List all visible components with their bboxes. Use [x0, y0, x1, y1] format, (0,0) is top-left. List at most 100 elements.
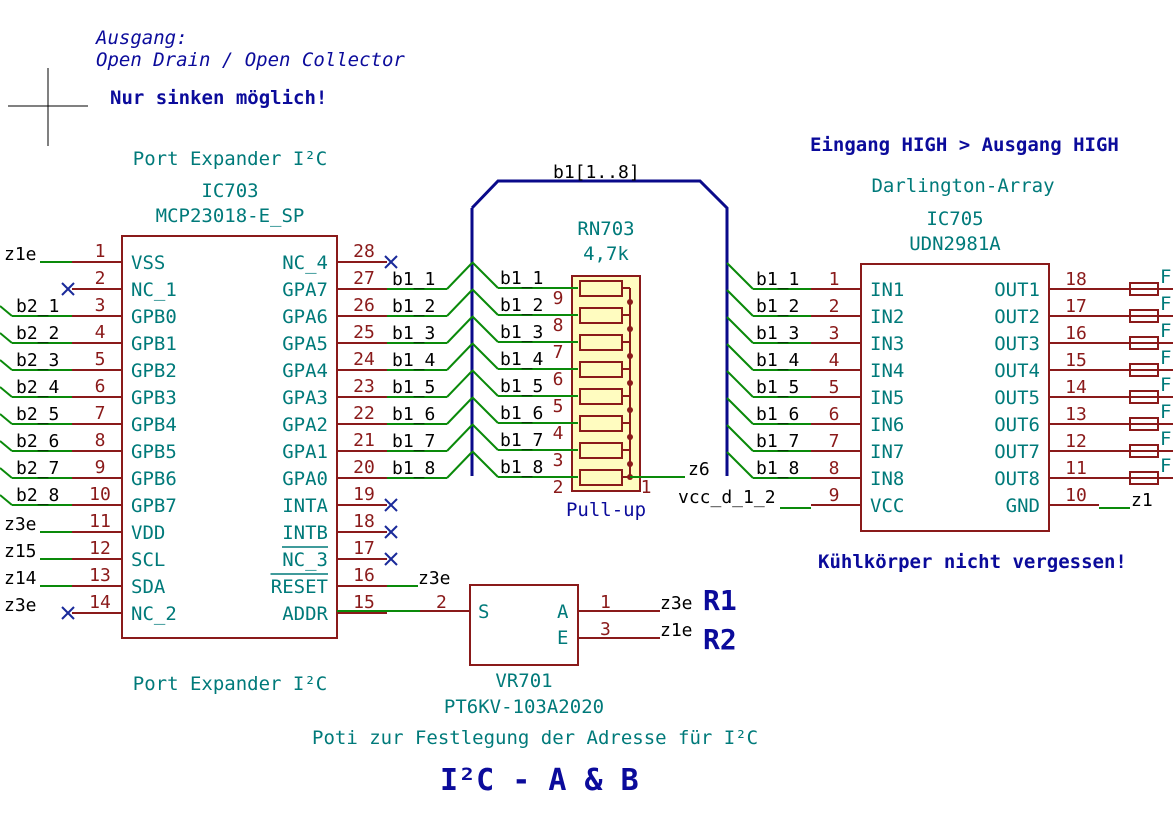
- label-r2: R2: [703, 623, 737, 656]
- net-label: b1_2: [500, 295, 543, 316]
- ic705-pin-name: OUT3: [994, 333, 1040, 355]
- ic705-pin-number: 18: [1065, 269, 1087, 290]
- ic703-pin-name: SDA: [131, 576, 166, 598]
- bus-entry: [446, 289, 473, 317]
- ic703-pin-number: 25: [353, 322, 375, 343]
- rn703-pin-number: 6: [553, 369, 564, 390]
- net-label: z1: [1131, 490, 1153, 511]
- crosshair-cursor: [8, 68, 88, 146]
- net-label: b2_6: [16, 431, 59, 452]
- ic703-pin-name: GPB4: [131, 414, 177, 436]
- vr701-pin-e-num: 3: [600, 619, 611, 640]
- ic703-pin-number: 15: [353, 592, 375, 613]
- ic703-pin-number: 4: [95, 322, 106, 343]
- bus-entry: [446, 343, 473, 371]
- ic703-pin-name: GPA4: [282, 360, 328, 382]
- net-label: b2_5: [16, 404, 59, 425]
- net-label: z15: [4, 541, 37, 562]
- ic705-pin-name: IN4: [870, 360, 904, 382]
- bus-entry: [471, 369, 499, 397]
- ic703-pin-number: 21: [353, 430, 375, 451]
- bus-entry: [446, 451, 473, 479]
- net-label: b1_4: [392, 350, 435, 371]
- ic703-pin-name: GPA7: [282, 279, 328, 301]
- bus-entry: [446, 397, 473, 425]
- bus-entry: [726, 370, 754, 398]
- ic703-pin-name: GPA6: [282, 306, 328, 328]
- net-label: b1_4: [500, 349, 543, 370]
- note-open-drain: Open Drain / Open Collector: [96, 49, 405, 71]
- net-label: b2_7: [16, 458, 59, 479]
- net-label: b1_6: [392, 404, 435, 425]
- ic703-pin-number: 23: [353, 376, 375, 397]
- rn703-pin-number: 9: [553, 288, 564, 309]
- bus-entry: [471, 423, 499, 451]
- net-label: b1_3: [392, 323, 435, 344]
- ic705-pin-number: 13: [1065, 404, 1087, 425]
- net-label: b1_8: [500, 457, 543, 478]
- ic705-desc: Darlington-Array: [871, 175, 1054, 197]
- ic703-pin-number: 9: [95, 457, 106, 478]
- ic703-pin-number: 7: [95, 403, 106, 424]
- ic703-pin-number: 22: [353, 403, 375, 424]
- rn703-ref: RN703: [577, 218, 634, 240]
- ic703-pin-name: NC_1: [131, 279, 177, 301]
- ic703-pin-name: INTB: [282, 522, 328, 544]
- net-label: b2_1: [16, 296, 59, 317]
- vr701-pin-a-name: A: [557, 601, 569, 623]
- net-label: b1_5: [756, 377, 799, 398]
- note-eingang: Eingang HIGH > Ausgang HIGH: [810, 134, 1119, 156]
- bus-entry: [0, 305, 13, 317]
- net-label: b1_3: [756, 323, 799, 344]
- fuse-label: F: [1160, 455, 1171, 477]
- bus-entry: [726, 316, 754, 344]
- rn703-symbol[interactable]: RN703 4,7k Pull-up: [566, 218, 646, 521]
- fuse-label: F: [1160, 374, 1171, 396]
- ic703-value: MCP23018-E_SP: [156, 205, 305, 227]
- ic703-pin-number: 28: [353, 241, 375, 262]
- ic703-pin-number: 6: [95, 376, 106, 397]
- net-label: b1_7: [392, 431, 435, 452]
- bus-entry: [0, 413, 13, 425]
- ic705-pin-number: 10: [1065, 485, 1087, 506]
- bus-entry: [726, 397, 754, 425]
- net-label: z3e: [4, 595, 37, 616]
- ic703-pin-name: GPA0: [282, 468, 328, 490]
- note-ausgang: Ausgang:: [95, 27, 188, 49]
- bus-entry: [446, 316, 473, 344]
- ic705-pin-name: OUT5: [994, 387, 1040, 409]
- ic703-pin-number: 13: [89, 565, 111, 586]
- ic703-pin-number: 17: [353, 538, 375, 559]
- bus-entry: [471, 261, 499, 289]
- rn703-value: 4,7k: [583, 243, 629, 265]
- ic703-pin-name: GPA1: [282, 441, 328, 463]
- ic703-symbol[interactable]: Port Expander I²C IC703 MCP23018-E_SP Po…: [121, 148, 338, 695]
- net-label: b1_3: [500, 322, 543, 343]
- net-label: b1_8: [756, 458, 799, 479]
- vr701-symbol[interactable]: S A E 2 1 3 z3e z1e R1 R2 VR701 PT6KV-10…: [337, 584, 737, 718]
- dynamic-layer: 1VSSz1e2NC_13GPB0b2_14GPB1b2_25GPB2b2_36…: [0, 241, 1173, 625]
- net-label: z3e: [418, 568, 451, 589]
- ic703-pin-name: SCL: [131, 549, 165, 571]
- net-label: b1_1: [392, 269, 435, 290]
- ic705-pin-number: 3: [829, 323, 840, 344]
- bus-entry: [471, 288, 499, 316]
- fuse-label: F: [1160, 320, 1171, 342]
- note-poti: Poti zur Festlegung der Adresse für I²C: [312, 727, 758, 749]
- ic703-pin-name: GPA5: [282, 333, 328, 355]
- vr701-net-e: z1e: [660, 620, 693, 641]
- ic703-pin-number: 14: [89, 592, 111, 613]
- ic705-ref: IC705: [926, 208, 983, 230]
- ic703-body: [121, 235, 338, 639]
- rn703-pin-number: 4: [553, 423, 564, 444]
- ic703-pin-name: GPB6: [131, 468, 177, 490]
- ic705-pin-number: 16: [1065, 323, 1087, 344]
- ic705-pin-number: 7: [829, 431, 840, 452]
- ic703-pin-name: GPB1: [131, 333, 177, 355]
- bus-entry: [726, 451, 754, 479]
- net-label: z3e: [4, 514, 37, 535]
- net-label: b1_5: [500, 376, 543, 397]
- rn703-pin-number: 5: [553, 396, 564, 417]
- ic703-pin-number: 10: [89, 484, 111, 505]
- ic705-pin-name: IN5: [870, 387, 904, 409]
